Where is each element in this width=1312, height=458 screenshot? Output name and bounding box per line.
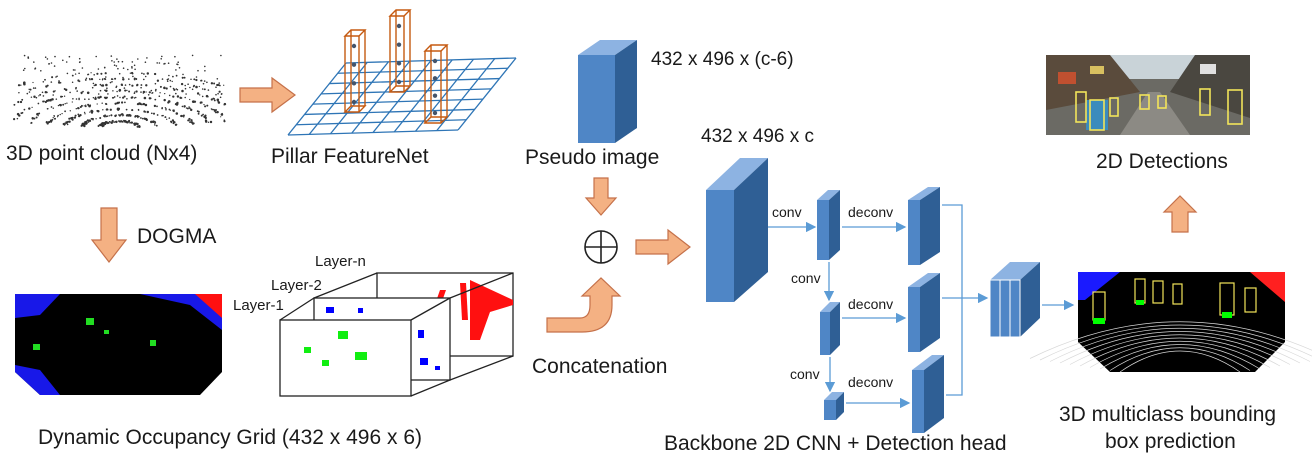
dogma-label: DOGMA xyxy=(137,225,217,248)
backbone-blocks xyxy=(817,187,1040,433)
bbox-label-line1: 3D multiclass bounding xyxy=(1059,403,1277,426)
detections-2d-label: 2D Detections xyxy=(1096,150,1228,173)
arrow-pseudo-down xyxy=(584,177,618,216)
conv-3-label: conv xyxy=(790,366,820,382)
concat-dims-label: 432 x 496 x c xyxy=(701,126,815,147)
layer-stack xyxy=(279,272,514,397)
backbone-label: Backbone 2D CNN + Detection head xyxy=(664,432,1007,455)
arrow-to-backbone xyxy=(635,228,691,266)
pillar-grid xyxy=(287,57,517,136)
deconv-3-label: deconv xyxy=(848,374,894,390)
pillars xyxy=(343,9,449,124)
pillar-featurenet-label: Pillar FeatureNet xyxy=(271,145,429,168)
point-cloud-label: 3D point cloud (Nx4) xyxy=(6,142,198,165)
pseudo-image-label: Pseudo image xyxy=(525,146,660,169)
point-cloud-image xyxy=(13,54,227,128)
pseudo-dims-label: 432 x 496 x (c-6) xyxy=(651,49,794,70)
arrow-to-pillar xyxy=(239,76,297,114)
conv-1-label: conv xyxy=(772,204,802,220)
layer-2-label: Layer-2 xyxy=(271,277,322,294)
arrow-to-2d xyxy=(1162,195,1198,233)
input-tensor-block xyxy=(706,158,768,302)
backbone-connectors xyxy=(768,204,1075,409)
dog-grid-label: Dynamic Occupancy Grid (432 x 496 x 6) xyxy=(38,426,422,449)
bbox-3d-image xyxy=(1029,272,1312,373)
circle-plus-icon xyxy=(584,230,618,264)
deconv-2-label: deconv xyxy=(848,296,894,312)
conv-2-label: conv xyxy=(791,270,821,286)
pseudo-image-block xyxy=(578,40,637,143)
detections-2d-image xyxy=(1046,55,1250,135)
bbox-label-line2: box prediction xyxy=(1105,430,1236,453)
concatenation-label: Concatenation xyxy=(532,355,668,378)
dog-grid-image xyxy=(15,294,222,395)
deconv-1-label: deconv xyxy=(848,204,894,220)
arrow-dogma-down xyxy=(90,207,128,263)
layer-1-label: Layer-1 xyxy=(233,297,284,314)
arrow-dog-up xyxy=(546,277,622,333)
layer-n-label: Layer-n xyxy=(315,253,366,270)
